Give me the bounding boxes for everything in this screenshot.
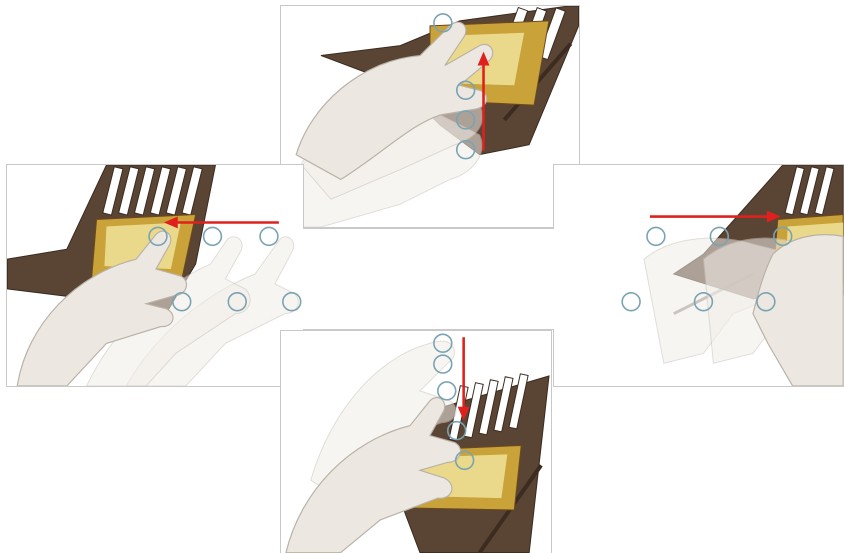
fingertip-marker xyxy=(647,227,665,245)
swipe-up-illustration xyxy=(281,6,579,227)
swipe-right-panel xyxy=(553,164,844,387)
swipe-down-panel xyxy=(280,330,552,553)
fingertip-marker xyxy=(438,382,456,400)
center-blank-area xyxy=(303,228,554,330)
swipe-up-panel xyxy=(280,5,580,228)
swipe-right-illustration xyxy=(554,165,844,386)
swipe-left-panel xyxy=(6,164,304,387)
fingertip-marker xyxy=(622,293,640,311)
swipe-left-illustration xyxy=(7,165,303,386)
fingertip-marker xyxy=(260,227,278,245)
fingertip-marker xyxy=(204,227,222,245)
swipe-down-illustration xyxy=(281,331,551,553)
